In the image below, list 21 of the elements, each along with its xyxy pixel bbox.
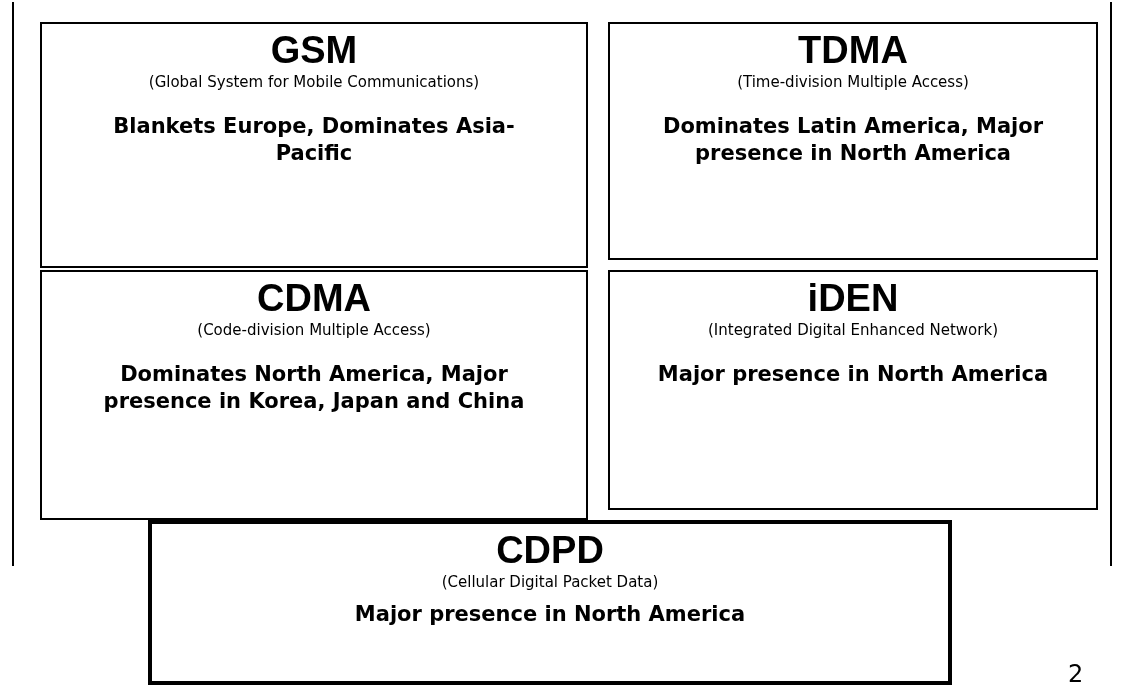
subtitle-text: (Time-division Multiple Access)	[736, 74, 970, 91]
description-text: Major presence in North America	[353, 601, 747, 628]
title-text: CDPD	[496, 530, 604, 570]
title-text: TDMA	[798, 30, 908, 70]
title-text: iDEN	[807, 278, 899, 318]
subtitle-text: (Cellular Digital Packet Data)	[440, 574, 660, 591]
network-box	[608, 22, 1098, 260]
network-box	[608, 270, 1098, 510]
description-text: Major presence in North America	[656, 361, 1050, 388]
description-text: Dominates Latin America, Major presence in North America	[661, 113, 1045, 167]
description-text: Blankets Europe, Dominates Asia-Pacific	[112, 113, 516, 167]
description-text: Dominates North America, Major presence in Korea, Japan and China	[102, 361, 526, 415]
network-box	[40, 270, 588, 520]
network-box	[40, 22, 588, 268]
subtitle-text: (Global System for Mobile Communications)	[147, 74, 481, 91]
title-text: CDMA	[257, 278, 371, 318]
network-box	[148, 520, 952, 685]
subtitle-text: (Code-division Multiple Access)	[196, 322, 432, 339]
title-text: GSM	[270, 30, 358, 70]
page-number: 2	[1068, 660, 1084, 688]
subtitle-text: (Integrated Digital Enhanced Network)	[706, 322, 999, 339]
